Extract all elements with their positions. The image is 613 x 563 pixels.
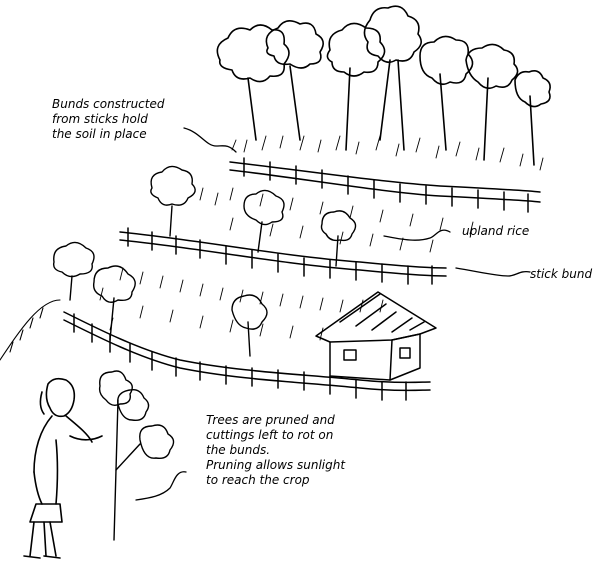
thatched-hut: [315, 291, 437, 381]
label-bunds-line-1: Bunds constructed: [52, 97, 165, 111]
label-pruning-line-2: cuttings left to rot on: [206, 428, 333, 442]
hilltop-trees: [216, 5, 551, 166]
label-pruning-line-3: the bunds.: [206, 443, 270, 457]
label-pruning-line-4: Pruning allows sunlight: [206, 458, 346, 472]
label-bunds-line-3: the soil in place: [52, 127, 147, 141]
lower-stick-bund: [63, 311, 431, 401]
bunds-pointer: [183, 127, 237, 153]
top-slope-hatching: [231, 135, 544, 171]
upper-stick-bund: [229, 157, 541, 213]
pruning-pointer: [135, 471, 187, 501]
label-bunds-line-2: from sticks hold: [52, 112, 148, 126]
pointer-lines: [135, 127, 531, 501]
label-pruning-line-1: Trees are pruned and: [206, 413, 335, 427]
label-pruning-line-5: to reach the crop: [206, 473, 310, 487]
farmer-figure: [23, 377, 103, 559]
middle-terrace-trees: [52, 241, 268, 357]
upland-rice-pointer: [383, 229, 451, 241]
middle-stick-bund: [119, 227, 447, 285]
label-upland-rice: upland rice: [462, 224, 529, 238]
upper-terrace-trees: [150, 165, 357, 267]
label-pruning: Trees are pruned and cuttings left to ro…: [206, 413, 346, 487]
stick-bund-pointer: [455, 267, 531, 277]
pruned-tree: [98, 370, 175, 541]
label-bunds: Bunds constructed from sticks hold the s…: [52, 97, 165, 141]
label-stick-bund: stick bund: [530, 267, 592, 281]
middle-terrace-rice: [99, 267, 384, 341]
upper-terrace-rice: [199, 187, 474, 253]
left-slope: [0, 299, 61, 361]
